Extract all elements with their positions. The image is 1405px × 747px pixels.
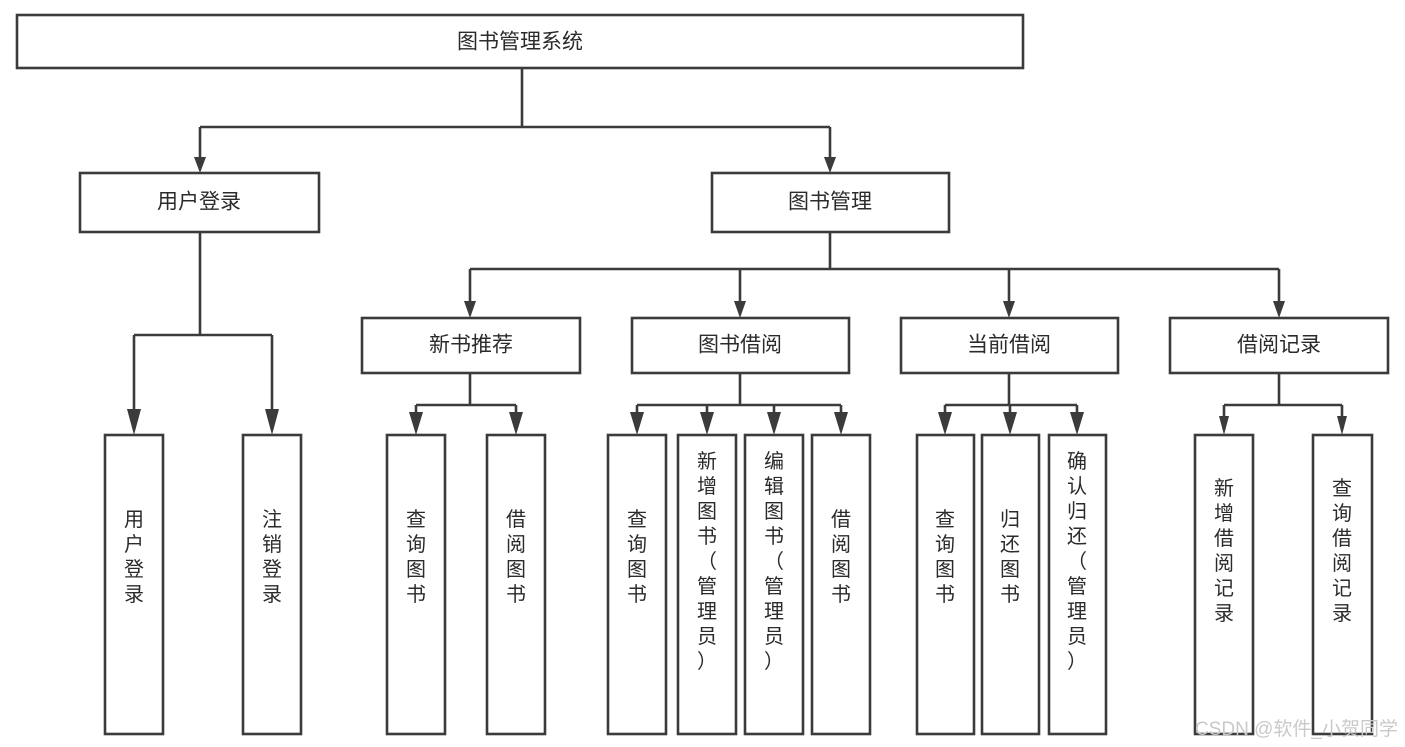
leaf-label: 新增借阅记录 xyxy=(1214,477,1234,625)
new-book-recommend-label: 新书推荐 xyxy=(429,334,513,357)
leaf-node[interactable]: 新增借阅记录 xyxy=(1193,433,1255,736)
leaf-node[interactable]: 查询图书 xyxy=(915,433,976,736)
node-borrow-record[interactable]: 借阅记录 xyxy=(1168,316,1390,375)
leaf-box[interactable] xyxy=(103,433,165,736)
node-book-borrow[interactable]: 图书借阅 xyxy=(630,316,851,375)
leaf-node[interactable]: 编辑图书（管理员） xyxy=(743,433,805,736)
user-login-box[interactable] xyxy=(78,171,321,234)
leaf-label: 新增图书（管理员） xyxy=(697,450,717,673)
borrow-record-label: 借阅记录 xyxy=(1237,334,1321,357)
leaf-node[interactable]: 借阅图书 xyxy=(485,433,547,736)
node-user-login[interactable]: 用户登录 xyxy=(78,171,321,234)
arrowhead-cb-leaf3 xyxy=(1070,412,1084,435)
arrowhead-new-book xyxy=(464,301,476,318)
leaf-box[interactable] xyxy=(915,433,976,736)
leaf-label: 查询图书 xyxy=(935,508,955,606)
arrowhead-book-borrow xyxy=(734,301,746,318)
leaf-label: 借阅图书 xyxy=(506,508,526,606)
current-borrow-label: 当前借阅 xyxy=(967,334,1051,357)
arrowhead-leaf-user-login xyxy=(127,409,141,435)
node-book-manage[interactable]: 图书管理 xyxy=(710,171,951,234)
leaf-box[interactable] xyxy=(980,433,1041,736)
book-borrow-label: 图书借阅 xyxy=(698,334,782,357)
leaf-label: 借阅图书 xyxy=(831,508,851,606)
leaf-label: 查询图书 xyxy=(627,508,647,606)
leaf-node[interactable]: 用户登录 xyxy=(103,433,165,736)
leaf-box[interactable] xyxy=(485,433,547,736)
leaf-box[interactable] xyxy=(1193,433,1255,736)
current-borrow-box[interactable] xyxy=(899,316,1120,375)
leaf-box[interactable] xyxy=(385,433,447,736)
root-box[interactable] xyxy=(15,13,1025,70)
arrowhead-borrow-record xyxy=(1273,301,1285,318)
arrowhead-br-leaf1 xyxy=(1219,416,1229,435)
leaf-box[interactable] xyxy=(810,433,872,736)
arrowhead-current-borrow xyxy=(1003,301,1015,318)
root-label: 图书管理系统 xyxy=(457,31,583,54)
leaf-node[interactable]: 查询图书 xyxy=(385,433,447,736)
arrowhead-leaf-logout xyxy=(265,409,279,435)
leaf-box[interactable] xyxy=(1311,433,1374,736)
leaf-node[interactable]: 查询图书 xyxy=(606,433,668,736)
arrowhead-nb-leaf1 xyxy=(409,412,423,435)
leaf-box[interactable] xyxy=(676,433,738,736)
leaf-node[interactable]: 归还图书 xyxy=(980,433,1041,736)
arrowhead-user-login xyxy=(194,157,206,173)
leaf-node[interactable]: 确认归还（管理员） xyxy=(1047,433,1108,736)
arrowhead-cb-leaf1 xyxy=(938,412,952,435)
leaf-node[interactable]: 注销登录 xyxy=(241,433,303,736)
node-root[interactable]: 图书管理系统 xyxy=(15,13,1025,70)
leaf-label: 查询图书 xyxy=(406,508,426,606)
arrowhead-nb-leaf2 xyxy=(509,412,523,435)
leaf-label: 确认归还（管理员） xyxy=(1067,450,1087,673)
user-login-label: 用户登录 xyxy=(157,191,241,214)
leaf-nodes-layer: 用户登录 注销登录 查询图书 借阅图书 查询图书 新增图书（管理员） xyxy=(103,433,1374,736)
leaf-node[interactable]: 查询借阅记录 xyxy=(1311,433,1374,736)
leaf-label: 编辑图书（管理员） xyxy=(764,450,784,673)
leaf-label: 归还图书 xyxy=(1000,508,1020,606)
arrowhead-bb-leaf3 xyxy=(767,412,781,435)
watermark-text: CSDN @软件_小贺同学 xyxy=(1195,718,1398,740)
arrowhead-cb-leaf2 xyxy=(1003,412,1017,435)
arrowhead-br-leaf2 xyxy=(1337,416,1347,435)
leaf-node[interactable]: 新增图书（管理员） xyxy=(676,433,738,736)
leaf-box[interactable] xyxy=(606,433,668,736)
leaf-box[interactable] xyxy=(241,433,303,736)
book-manage-box[interactable] xyxy=(710,171,951,234)
node-current-borrow[interactable]: 当前借阅 xyxy=(899,316,1120,375)
node-new-book-recommend[interactable]: 新书推荐 xyxy=(360,316,582,375)
leaf-label: 查询借阅记录 xyxy=(1332,477,1352,625)
borrow-record-box[interactable] xyxy=(1168,316,1390,375)
new-book-recommend-box[interactable] xyxy=(360,316,582,375)
book-manage-label: 图书管理 xyxy=(788,191,872,214)
leaf-box[interactable] xyxy=(743,433,805,736)
leaf-box[interactable] xyxy=(1047,433,1108,736)
arrowhead-bb-leaf4 xyxy=(834,412,848,435)
book-borrow-box[interactable] xyxy=(630,316,851,375)
leaf-label: 注销登录 xyxy=(262,508,282,606)
arrowhead-book-manage xyxy=(824,157,836,173)
leaf-label: 用户登录 xyxy=(124,509,144,606)
arrowhead-bb-leaf1 xyxy=(630,412,644,435)
arrowhead-bb-leaf2 xyxy=(700,412,714,435)
leaf-node[interactable]: 借阅图书 xyxy=(810,433,872,736)
connector-layer xyxy=(127,68,1347,435)
